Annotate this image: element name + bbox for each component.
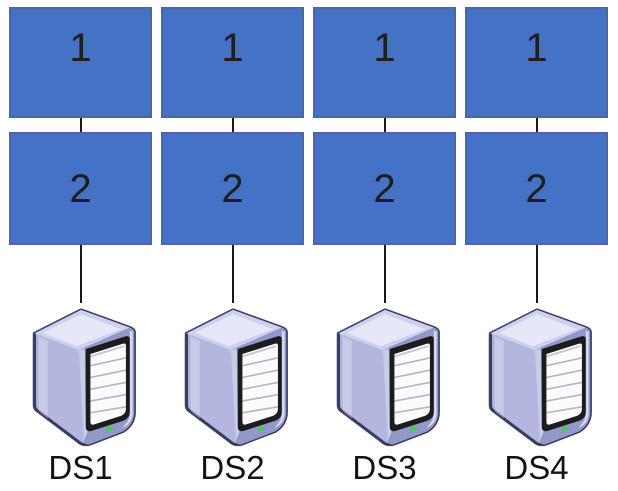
server-label: DS1 (48, 449, 113, 486)
node-box-2-label: 2 (221, 166, 244, 211)
connector-line (535, 118, 538, 132)
node-box-2-label: 2 (373, 166, 396, 211)
node-box-2-label: 2 (525, 166, 548, 211)
server-connector-line (231, 245, 234, 303)
replica-column-3: 1 2 DS3 (313, 7, 456, 491)
server-label: DS4 (504, 449, 569, 486)
connector-line (383, 118, 386, 132)
connector-line (79, 118, 82, 132)
tower-server-icon (324, 304, 446, 449)
node-box-1: 1 (9, 7, 152, 118)
server-connector-line (383, 245, 386, 303)
node-box-2: 2 (9, 132, 152, 245)
server-label: DS3 (352, 449, 417, 486)
replica-column-4: 1 2 DS4 (465, 7, 608, 491)
node-box-2-label: 2 (69, 166, 92, 211)
node-box-1: 1 (313, 7, 456, 118)
tower-server-icon (20, 304, 142, 449)
replica-column-2: 1 2 DS2 (161, 7, 304, 491)
node-box-1-label: 1 (373, 25, 396, 70)
replica-column-1: 1 2 DS1 (9, 7, 152, 491)
tower-server-icon (172, 304, 294, 449)
server-label: DS2 (200, 449, 265, 486)
node-box-2: 2 (161, 132, 304, 245)
node-box-2: 2 (465, 132, 608, 245)
connector-line (231, 118, 234, 132)
server-connector-line (535, 245, 538, 303)
node-box-1-label: 1 (525, 25, 548, 70)
node-box-1-label: 1 (221, 25, 244, 70)
node-box-2: 2 (313, 132, 456, 245)
node-box-1-label: 1 (69, 25, 92, 70)
tower-server-icon (476, 304, 598, 449)
server-connector-line (79, 245, 82, 303)
node-box-1: 1 (161, 7, 304, 118)
node-box-1: 1 (465, 7, 608, 118)
